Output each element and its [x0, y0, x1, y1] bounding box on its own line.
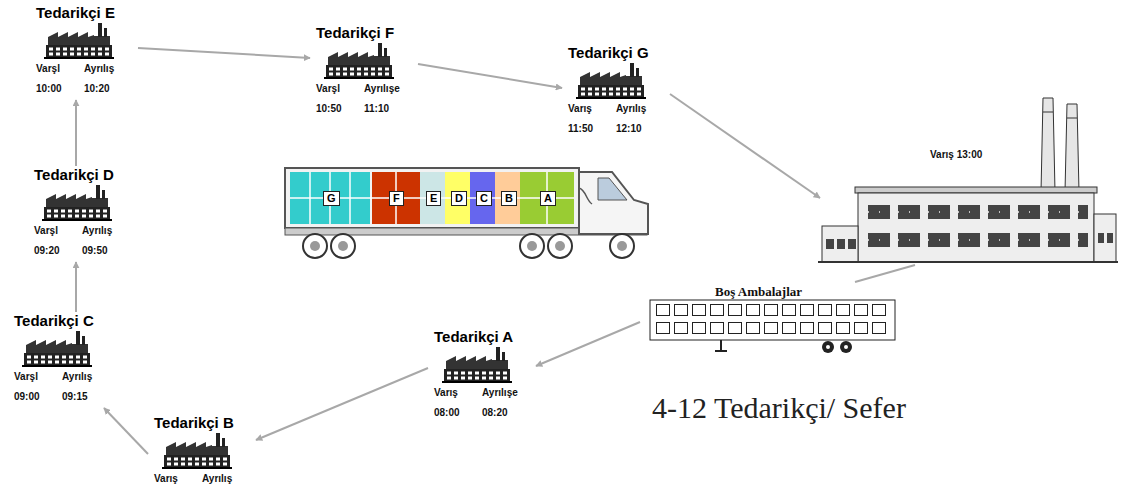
supplier-node: Tedarikçi E VarşlAyrılış10:0010:20 [30, 4, 138, 100]
stop-label: Varşl [36, 62, 84, 76]
route-arrow [75, 262, 77, 312]
arrival-label: Varış 13:00 [930, 148, 1115, 162]
stop-label: Varış [434, 386, 482, 400]
supplier-icon [324, 43, 394, 79]
supplier-name: Tedarikçi B [154, 414, 250, 432]
stop-time: 09:20 [34, 244, 82, 258]
stop-time: 11:10 [364, 102, 412, 116]
cargo-letter: F [389, 191, 404, 206]
supplier-icon [162, 433, 232, 469]
stop-time: 10:00 [36, 82, 84, 96]
stop-time: 10:20 [84, 82, 132, 96]
cargo-letter: C [476, 191, 492, 206]
stop-time: 08:20 [482, 406, 530, 420]
cargo-letter: D [451, 191, 467, 206]
stop-label: Ayrılışe [364, 82, 412, 96]
empty-trailer-drawing [650, 300, 895, 353]
supplier-name: Tedarikçi D [34, 166, 130, 184]
supplier-node: Tedarikçi D VarşlAyrılış09:2009:50 [28, 166, 136, 262]
stop-time: 09:00 [14, 390, 62, 404]
supplier-icon [42, 185, 112, 221]
route-arrow [256, 368, 428, 440]
stop-label: Varış [154, 472, 202, 486]
supplier-node: Tedarikçi C VarşlAyrılış09:0009:15 [8, 312, 116, 408]
supplier-name: Tedarikçi C [14, 312, 110, 330]
stop-time: 08:00 [434, 406, 482, 420]
stop-label: Ayrılışe [482, 386, 530, 400]
supplier-icon [44, 23, 114, 59]
cargo-letter: A [540, 191, 556, 206]
truck-drawing [285, 168, 648, 258]
trailer-label: Boş Ambalajlar [715, 284, 905, 300]
route-arrow [670, 94, 820, 198]
supplier-name: Tedarikçi A [434, 328, 530, 346]
supplier-icon [576, 63, 646, 99]
stop-label: Ayrılış [82, 224, 130, 238]
stop-time: 11:50 [568, 122, 616, 136]
stop-label: Varış [568, 102, 616, 116]
route-arrow [855, 265, 915, 282]
stop-label: Ayrılış [84, 62, 132, 76]
supplier-icon [22, 331, 92, 367]
stop-time: 09:50 [82, 244, 130, 258]
stop-label: Varşl [316, 82, 364, 96]
supplier-name: Tedarikçi G [568, 44, 664, 62]
supplier-node: Tedarikçi A VarışAyrılışe08:0008:20 [428, 328, 536, 424]
stop-time: 12:10 [616, 122, 664, 136]
stop-time: 10:50 [316, 102, 364, 116]
figure-caption: 4-12 Tedarikçi/ Sefer [652, 390, 906, 426]
supplier-node: Tedarikçi G VarışAyrılış11:5012:10 [562, 44, 670, 140]
stop-label: Varşl [14, 370, 62, 384]
plant-node: Varış 13:00 [820, 140, 1115, 265]
route-arrow [104, 408, 148, 454]
plant-drawing [818, 98, 1118, 262]
return-trailer-node: Boş Ambalajlar [640, 282, 905, 358]
cargo-letter: B [501, 191, 517, 206]
stop-label: Varşl [34, 224, 82, 238]
cargo-letter: G [323, 191, 340, 206]
stop-time: 09:15 [62, 390, 110, 404]
route-arrow [536, 322, 640, 366]
supplier-name: Tedarikçi F [316, 24, 412, 42]
supplier-node: Tedarikçi F VarşlAyrılışe10:5011:10 [310, 24, 418, 120]
supplier-icon [442, 347, 512, 383]
stop-label: Ayrılış [616, 102, 664, 116]
supplier-name: Tedarikçi E [36, 4, 132, 22]
stop-label: Ayrılış [202, 472, 250, 486]
supplier-node: Tedarikçi B VarışAyrılış [148, 414, 256, 490]
route-arrow [138, 48, 310, 58]
route-arrow [418, 64, 562, 88]
cargo-letter: E [426, 191, 441, 206]
route-arrow [75, 100, 77, 166]
stop-label: Ayrılış [62, 370, 110, 384]
